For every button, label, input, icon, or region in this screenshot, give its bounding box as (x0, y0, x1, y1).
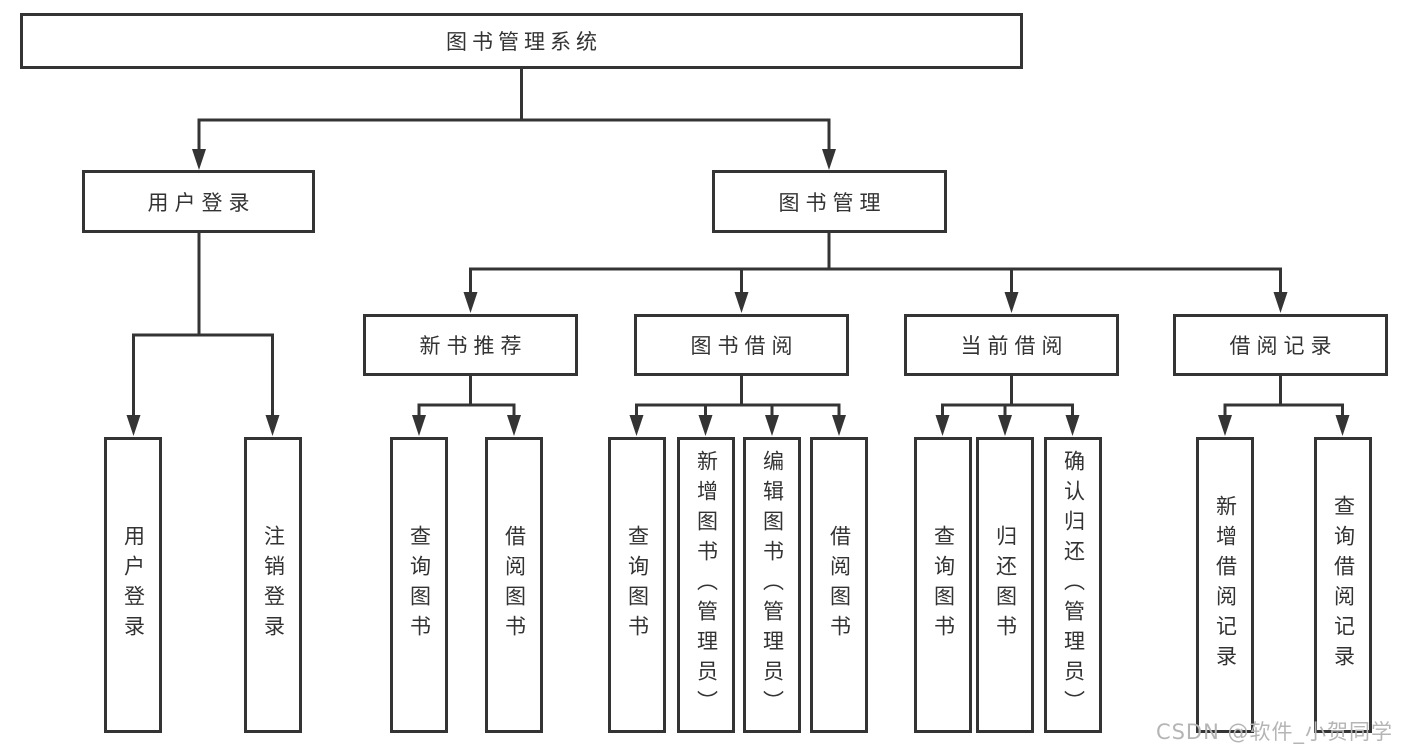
leaf-edit-books-admin: 编辑图书（管理员） (743, 437, 801, 733)
leaf-add-books-admin: 新增图书（管理员） (677, 437, 735, 733)
node-label: 查询图书 (931, 525, 956, 645)
node-label: 查询借阅记录 (1331, 495, 1356, 675)
node-label: 图书管理 (778, 190, 887, 215)
node-label: 图书管理系统 (446, 30, 602, 54)
node-label: 借阅图书 (502, 525, 527, 645)
node-label: 借阅图书 (827, 525, 852, 645)
node-label: 注销登录 (261, 525, 286, 645)
node-label: 用户登录 (121, 525, 146, 645)
leaf-user-login: 用户登录 (104, 437, 162, 733)
node-label: 新书推荐 (419, 334, 528, 358)
node-label: 归还图书 (993, 525, 1018, 645)
node-label: 图书借阅 (690, 334, 799, 358)
leaf-borrow-books: 借阅图书 (810, 437, 868, 733)
node-new-book-recommend: 新书推荐 (363, 314, 578, 376)
node-label: 查询图书 (625, 525, 650, 645)
node-label: 新增借阅记录 (1213, 495, 1238, 675)
node-borrowing-records: 借阅记录 (1173, 314, 1388, 376)
leaf-query-books-current: 查询图书 (914, 437, 972, 733)
csdn-watermark: CSDN @软件_小贺同学 (1155, 720, 1393, 744)
node-book-borrowing: 图书借阅 (634, 314, 849, 376)
node-label: 确认归还（管理员） (1061, 450, 1086, 720)
node-label: 用户登录 (147, 190, 256, 215)
leaf-add-borrow-record: 新增借阅记录 (1196, 437, 1254, 733)
node-label: 借阅记录 (1229, 334, 1338, 358)
leaf-borrow-books-recommend: 借阅图书 (485, 437, 543, 733)
leaf-confirm-return-admin: 确认归还（管理员） (1044, 437, 1102, 733)
node-current-borrowing: 当前借阅 (904, 314, 1119, 376)
leaf-return-books: 归还图书 (976, 437, 1034, 733)
leaf-query-borrow-record: 查询借阅记录 (1314, 437, 1372, 733)
node-user-login-branch: 用户登录 (82, 170, 315, 233)
node-root-system: 图书管理系统 (20, 13, 1023, 69)
node-label: 当前借阅 (960, 334, 1069, 358)
node-book-management: 图书管理 (712, 170, 947, 233)
leaf-logout: 注销登录 (244, 437, 302, 733)
node-label: 查询图书 (407, 525, 432, 645)
leaf-query-books-borrow: 查询图书 (608, 437, 666, 733)
node-label: 新增图书（管理员） (694, 450, 719, 720)
node-label: 编辑图书（管理员） (760, 450, 785, 720)
leaf-query-books-recommend: 查询图书 (390, 437, 448, 733)
